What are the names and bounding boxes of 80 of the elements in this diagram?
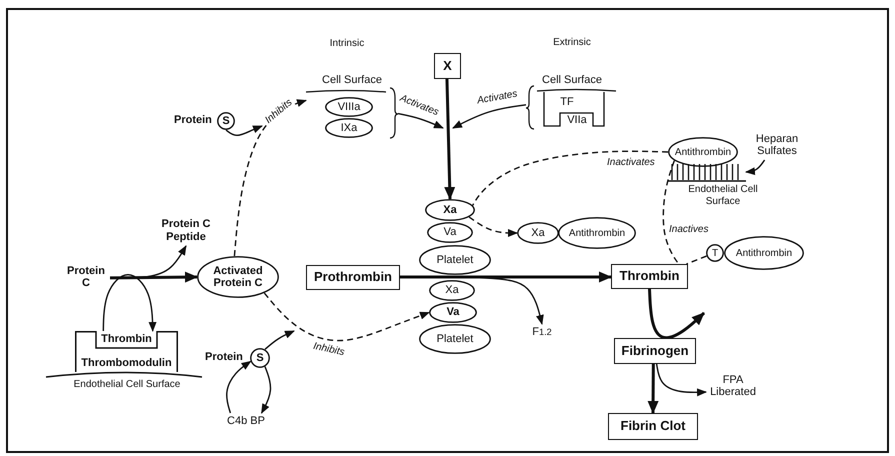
arrow	[452, 104, 526, 129]
edge-label: Inactives	[668, 224, 710, 235]
factor-ellipse	[325, 118, 373, 138]
enzyme-letter: T	[712, 248, 718, 258]
cofactor-letter: S	[256, 352, 264, 364]
surface-label: Cell Surface	[322, 74, 382, 86]
peptide-label: Protein C Peptide	[156, 215, 216, 246]
protein-box	[614, 338, 696, 364]
heparan-label: Heparan Sulfates	[746, 130, 808, 160]
receptor-name: Thrombomodulin	[81, 356, 172, 369]
factor-name: IXa	[340, 122, 358, 134]
factor-ellipse	[517, 222, 559, 244]
edge-label: Activates	[475, 88, 520, 107]
inhibitor-name: Antithrombin	[736, 248, 792, 258]
inhibitor-ellipse	[668, 137, 738, 167]
factor-name: X	[443, 58, 452, 74]
factor-ellipse	[425, 199, 475, 221]
enzyme-name: Thrombin	[620, 269, 680, 284]
factor-ellipse	[429, 302, 477, 323]
arrow	[444, 78, 456, 200]
arrow	[102, 274, 157, 332]
inhibitor-name: Antithrombin	[674, 146, 732, 158]
clot-box	[608, 413, 698, 440]
surface-label: Cell Surface	[542, 74, 602, 86]
thrombomodulin-shape	[75, 331, 178, 372]
arrow	[468, 216, 518, 237]
factor-name: VIIIa	[338, 100, 360, 114]
arrow	[260, 366, 272, 414]
cofactor-circle	[250, 348, 270, 368]
arrow	[264, 330, 295, 350]
factor-box	[434, 53, 461, 79]
inhibitor-name: Antithrombin	[568, 228, 626, 238]
arrow	[648, 364, 659, 414]
arrow	[110, 272, 198, 283]
cofactor-letter: S	[222, 114, 230, 128]
arrow	[398, 112, 444, 129]
inhibitor-ellipse	[724, 236, 804, 270]
factor-name: Xa	[445, 284, 459, 297]
protein-ellipse	[197, 256, 279, 298]
platelet-ellipse	[419, 324, 491, 354]
protein-name: Prothrombin	[314, 270, 392, 285]
factor-name: Va	[446, 306, 460, 319]
arrow	[400, 272, 612, 282]
surface-label: Endothelial Cell Surface	[687, 184, 759, 207]
factor-label: VIIa	[561, 114, 593, 127]
platelet-ellipse	[419, 245, 491, 275]
factor-ellipse	[427, 222, 473, 243]
surface-label: Endothelial Cell Surface	[72, 379, 182, 390]
arrow	[226, 125, 263, 136]
arrow	[400, 276, 544, 325]
inhibitor-ellipse	[558, 217, 636, 249]
protein-label: Protein	[205, 351, 243, 363]
fragment-label: FPA Liberated	[706, 371, 760, 401]
arrow	[648, 288, 706, 340]
factor-name: Xa	[531, 226, 545, 240]
enzyme-circle	[706, 244, 724, 262]
enzyme-box	[611, 264, 688, 289]
clot-name: Fibrin Clot	[620, 419, 686, 434]
factor-ellipse	[325, 97, 373, 117]
pathway-heading: Intrinsic	[328, 38, 366, 50]
edge-label: Inactivates	[606, 157, 656, 168]
arrow	[226, 360, 252, 414]
factor-name: Xa	[443, 204, 457, 216]
platelet-name: Platelet	[436, 254, 474, 266]
pathway-heading: Extrinsic	[552, 37, 592, 48]
arrow	[264, 292, 430, 342]
arrow	[656, 364, 707, 396]
protein-label: Protein	[174, 114, 212, 126]
cofactor-circle	[217, 112, 235, 130]
protein-label: Protein C	[62, 262, 110, 292]
factor-name: Va	[444, 226, 456, 239]
platelet-name: Platelet	[436, 332, 474, 346]
arrow	[745, 160, 766, 176]
protein-name: Activated Protein C	[212, 264, 264, 290]
factor-ellipse	[429, 280, 475, 301]
factor-label: TF	[555, 95, 579, 109]
protein-box	[306, 265, 400, 290]
binding-protein-label: C4b BP	[220, 413, 272, 429]
enzyme-label: Thrombin	[96, 331, 157, 347]
protein-name: Fibrinogen	[621, 344, 689, 358]
